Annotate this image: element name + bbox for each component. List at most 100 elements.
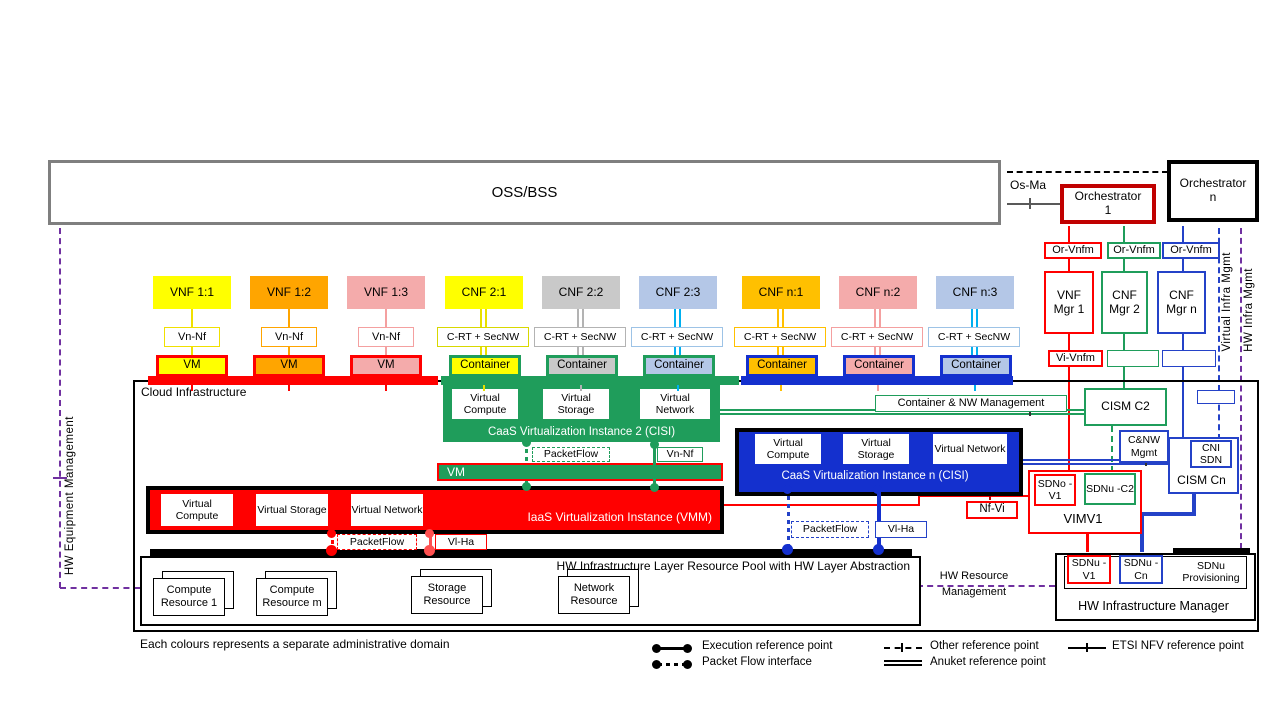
caas2-packetflow-dot-bottom bbox=[522, 482, 531, 491]
sdno-v1-box: SDNo -V1 bbox=[1034, 474, 1076, 506]
caasn-virtual-storage: Virtual Storage bbox=[843, 434, 909, 464]
or-vnfm-label-3: Or-Vnfm bbox=[1162, 242, 1220, 259]
stub-6 bbox=[677, 385, 679, 391]
caasn-packetflow-line bbox=[787, 488, 790, 548]
vi-vnfm-empty-green-box bbox=[1107, 350, 1159, 367]
sdnu-cn-box: SDNu -Cn bbox=[1119, 555, 1163, 584]
caas2-vnnf-line bbox=[653, 443, 656, 488]
nf-box-cnf-2-1: CNF 2:1 bbox=[445, 276, 523, 309]
vnfm-line-red bbox=[1068, 226, 1070, 473]
iaas-vlha-dot-top bbox=[425, 529, 434, 538]
vim-label: VIMV1 bbox=[1063, 510, 1103, 526]
legend-etsi-label: ETSI NFV reference point bbox=[1112, 640, 1244, 652]
stub-7 bbox=[780, 385, 782, 391]
vm-platform-red bbox=[148, 376, 438, 385]
legend-anuket-label: Anuket reference point bbox=[930, 656, 1046, 668]
cnf-mgr-n-box: CNF Mgr n bbox=[1157, 271, 1206, 334]
cismcn-line-h bbox=[1140, 512, 1196, 516]
os-ma-label: Os-Ma bbox=[1010, 178, 1046, 192]
cni-sdn-box: CNI SDN bbox=[1190, 440, 1232, 468]
vi-vnfm-label: Vi-Vnfm bbox=[1048, 350, 1103, 367]
admin-domain-note: Each colours represents a separate admin… bbox=[140, 637, 450, 651]
caasn-packetflow-dot-bottom bbox=[782, 544, 793, 555]
caasn-vlha-dot-bottom bbox=[873, 544, 884, 555]
container-platform-blue bbox=[741, 376, 1013, 385]
legend-packetflow-dot-b bbox=[683, 660, 692, 669]
legend-execution-dot-b bbox=[683, 644, 692, 653]
cism-cn-label: CISM Cn bbox=[1177, 473, 1226, 488]
caasn-vlha-label: Vl-Ha bbox=[875, 521, 927, 538]
iaas-virtual-network: Virtual Network bbox=[350, 493, 424, 527]
nf-vi-line-v bbox=[918, 495, 920, 506]
nf-vi-label: Nf-Vi bbox=[966, 501, 1018, 519]
nf-box-vnf-1-1: VNF 1:1 bbox=[153, 276, 231, 309]
stub-9 bbox=[974, 385, 976, 391]
container-box-5: Container bbox=[843, 355, 915, 377]
vn-nf-label-2: Vn-Nf bbox=[261, 327, 317, 347]
vim-to-sdnu-v1-line bbox=[1086, 530, 1089, 552]
legend-other-tick bbox=[901, 643, 903, 652]
iaas-packetflow-label: PacketFlow bbox=[337, 534, 417, 550]
crt-secnw-label-3: C-RT + SecNW bbox=[631, 327, 723, 347]
or-vnfm-label-1: Or-Vnfm bbox=[1044, 242, 1102, 259]
container-box-1: Container bbox=[449, 355, 521, 377]
legend-anuket-line-b bbox=[884, 664, 922, 666]
hw-infra-mgmt-line bbox=[1240, 228, 1242, 549]
nf-box-cnf-n-1: CNF n:1 bbox=[742, 276, 820, 309]
virtual-infra-mgmt-line bbox=[1218, 228, 1220, 440]
cnw-mgmt-box: C&NW Mgmt bbox=[1119, 430, 1169, 463]
caas2-packetflow-dot-top bbox=[522, 438, 531, 447]
legend-other-line bbox=[884, 647, 922, 649]
caas2-vnnf-dot-top bbox=[650, 440, 659, 449]
caasn-packetflow-label: PacketFlow bbox=[791, 521, 869, 538]
compute-resource-1-box: Compute Resource 1 bbox=[153, 578, 225, 616]
stub-3 bbox=[385, 385, 387, 391]
hw-infra-manager-box: SDNu -V1 SDNu -Cn SDNu Provisioning HW I… bbox=[1055, 553, 1256, 621]
cnf-mgr-2-box: CNF Mgr 2 bbox=[1101, 271, 1148, 334]
hw-equipment-mgmt-tick bbox=[53, 477, 67, 479]
crt-secnw-label-2: C-RT + SecNW bbox=[534, 327, 626, 347]
cismcn-line-v1 bbox=[1192, 490, 1196, 516]
cism-c2-dashed-line bbox=[1111, 426, 1113, 472]
container-box-6: Container bbox=[940, 355, 1012, 377]
nf-box-cnf-2-3: CNF 2:3 bbox=[639, 276, 717, 309]
vim-box: SDNo -V1 SDNu -C2 VIMV1 bbox=[1028, 470, 1142, 534]
stub-1 bbox=[191, 385, 193, 391]
legend-packetflow-line bbox=[658, 663, 688, 666]
caasn-vlha-dot-top bbox=[873, 485, 882, 494]
container-nw-mgmt-label: Container & NW Management bbox=[875, 395, 1067, 412]
os-ma-tick bbox=[1029, 198, 1031, 209]
caas-instance-n-box: Virtual Compute Virtual Storage Virtual … bbox=[735, 428, 1023, 496]
caasn-virtual-compute: Virtual Compute bbox=[755, 434, 821, 464]
vi-vnfm-empty-blue-box bbox=[1162, 350, 1216, 367]
stub-8 bbox=[877, 385, 879, 391]
hw-equipment-mgmt-line bbox=[59, 228, 61, 588]
hw-equipment-mgmt-label: HW Equipment Management bbox=[64, 416, 76, 576]
legend-anuket-line-a bbox=[884, 660, 922, 662]
hw-pool-label: HW Infrastructure Layer Resource Pool wi… bbox=[556, 559, 910, 573]
empty-blue-box-small bbox=[1197, 390, 1235, 404]
cloud-infrastructure-label: Cloud Infrastructure bbox=[141, 385, 247, 399]
container-box-2: Container bbox=[546, 355, 618, 377]
iaas-virtual-compute: Virtual Compute bbox=[160, 493, 234, 527]
iaas-vlha-label: Vl-Ha bbox=[435, 534, 487, 550]
iaas-packetflow-dot-bottom bbox=[326, 545, 337, 556]
caas-instance-2-box: Virtual Compute Virtual Storage Virtual … bbox=[443, 385, 720, 442]
container-box-3: Container bbox=[643, 355, 715, 377]
crt-secnw-label-1: C-RT + SecNW bbox=[437, 327, 529, 347]
vn-nf-label-1: Vn-Nf bbox=[164, 327, 220, 347]
container-platform-green bbox=[441, 376, 739, 385]
legend-packetflow-dot-a bbox=[652, 660, 661, 669]
nf-box-cnf-2-2: CNF 2:2 bbox=[542, 276, 620, 309]
caas2-packetflow-line bbox=[525, 441, 528, 487]
anuket-line-blue-a bbox=[1015, 459, 1168, 461]
vm-bar: VM bbox=[437, 463, 723, 481]
iaas-packetflow-line bbox=[331, 532, 334, 552]
caas2-vnnf-label: Vn-Nf bbox=[657, 447, 703, 462]
vm-box-2: VM bbox=[253, 355, 325, 377]
anuket-line-green-b bbox=[720, 413, 1084, 415]
caasn-virtual-network: Virtual Network bbox=[933, 434, 1007, 464]
vm-box-1: VM bbox=[156, 355, 228, 377]
iaas-instance-box: Virtual Compute Virtual Storage Virtual … bbox=[146, 486, 724, 534]
